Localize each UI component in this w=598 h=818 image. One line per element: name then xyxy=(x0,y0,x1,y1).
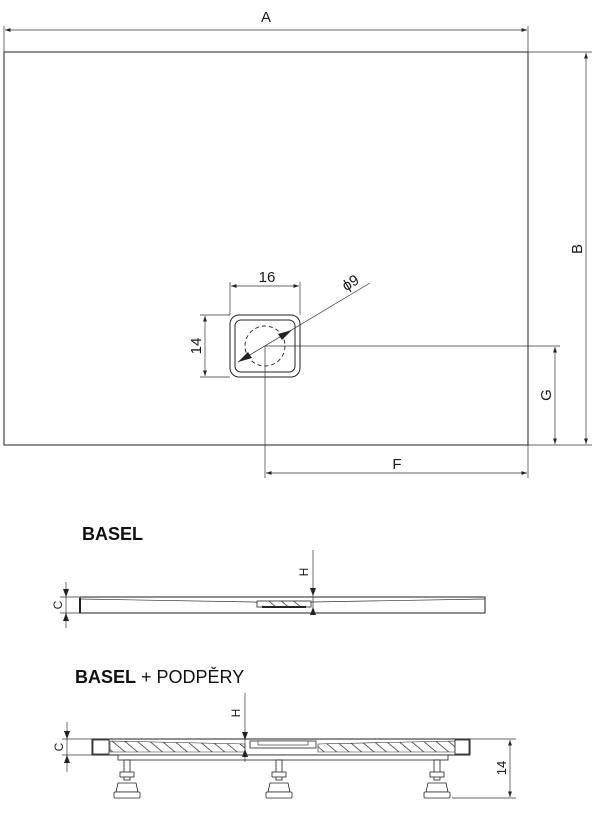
basel-feet-title-bold: BASEL xyxy=(75,667,136,687)
feet-h-arrow-bottom xyxy=(242,749,248,757)
feet-cap-right xyxy=(454,739,470,755)
dim-a-label: A xyxy=(261,9,271,26)
basel-c-label: C xyxy=(51,600,65,609)
feet-h-label: H xyxy=(229,709,243,718)
foot-middle xyxy=(265,759,293,799)
tray-outline xyxy=(3,51,529,446)
foot-right xyxy=(423,759,451,799)
basel-h-arrow-bottom xyxy=(310,607,316,615)
diameter-arrow-a xyxy=(238,352,252,362)
diameter-leader xyxy=(237,282,371,363)
basel-feet-title: BASEL + PODPĚRY xyxy=(75,667,244,687)
diameter-label: ϕ9 xyxy=(339,272,362,295)
basel-h-arrow-top xyxy=(310,588,316,596)
feet-h-arrow-top xyxy=(242,732,248,740)
diameter-arrow-b xyxy=(278,330,292,340)
basel-feet-title-plus: + PODPĚRY xyxy=(136,667,244,687)
basel-c-arrow-top xyxy=(63,589,69,597)
plan-view: A B 16 14 ϕ9 F G xyxy=(3,9,592,478)
feet-cap-left xyxy=(92,739,110,755)
basel-c-arrow-bottom xyxy=(63,613,69,621)
feet-rail xyxy=(117,754,449,761)
basel-title: BASEL xyxy=(82,524,143,544)
basel-h-label: H xyxy=(297,568,311,577)
dim-g-label: G xyxy=(538,389,555,401)
dim-b-label: B xyxy=(569,244,586,254)
feet-c-label: C xyxy=(52,742,66,751)
dim-f-label: F xyxy=(392,456,401,473)
feet-c-arrow-top xyxy=(64,731,70,739)
section-basel: BASEL H C xyxy=(51,524,486,628)
dim-16-label: 16 xyxy=(259,269,276,286)
feet-drain-grate xyxy=(257,740,309,746)
feet-14-label: 14 xyxy=(494,761,509,775)
foot-left xyxy=(113,759,141,799)
feet-c-arrow-bottom xyxy=(64,755,70,763)
section-basel-feet: BASEL + PODPĚRY xyxy=(52,667,516,799)
basel-drain-hatch xyxy=(262,601,306,607)
dim-14-label: 14 xyxy=(188,338,205,355)
